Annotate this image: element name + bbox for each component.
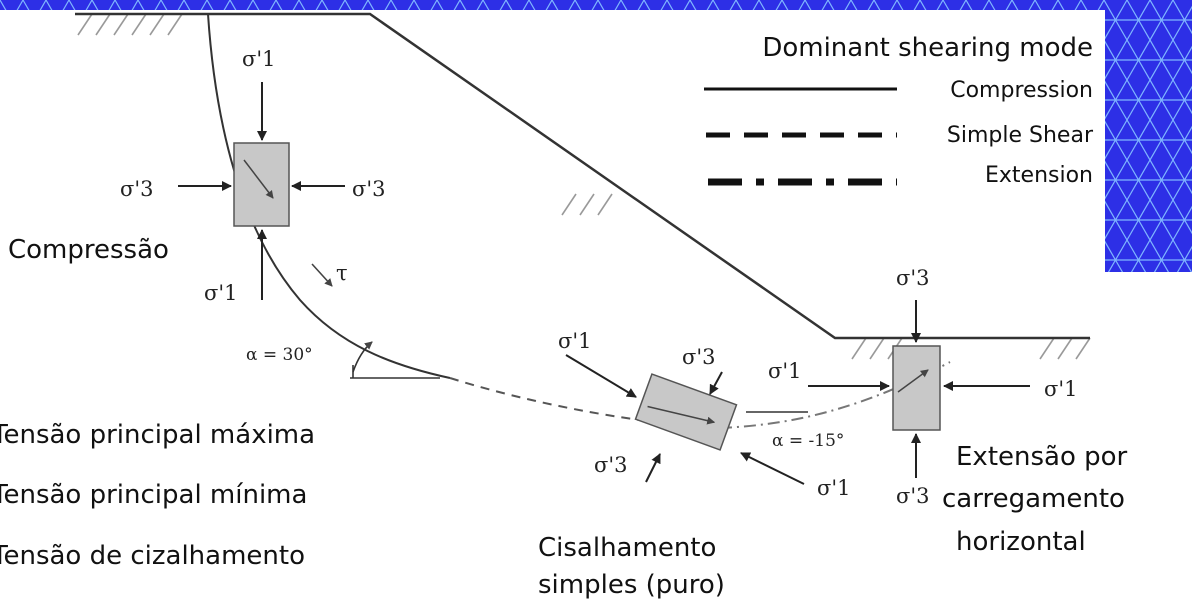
extension-element bbox=[808, 300, 1030, 478]
slope-profile bbox=[75, 12, 1090, 340]
sigma1-top-label: σ'1 bbox=[242, 47, 275, 71]
definition-max-stress: Tensão principal máxima bbox=[0, 420, 315, 450]
shear-sigma1-lower-label: σ'1 bbox=[817, 476, 850, 500]
alpha-minus15-label: α = -15° bbox=[772, 431, 844, 451]
shear-sigma1-lower-arrow bbox=[740, 452, 805, 485]
legend-title: Dominant shearing mode bbox=[762, 33, 1093, 63]
failure-surface-dashdot bbox=[719, 361, 951, 429]
ext-sigma3-bottom-label: σ'3 bbox=[896, 484, 929, 508]
extension-zone-label-2: carregamento bbox=[942, 484, 1125, 514]
definition-min-stress: Tensão principal mínima bbox=[0, 480, 307, 510]
legend: Dominant shearing mode Compression Simpl… bbox=[704, 33, 1094, 188]
shear-sigma3-lower-label: σ'3 bbox=[594, 453, 627, 477]
background-pattern-top bbox=[0, 0, 1192, 10]
shear-sigma1-upper-label: σ'1 bbox=[558, 329, 591, 353]
ext-sigma1-right-label: σ'1 bbox=[1044, 377, 1077, 401]
compression-element bbox=[178, 82, 345, 300]
simple-shear-element bbox=[565, 354, 805, 485]
tau-label: τ bbox=[336, 261, 348, 285]
alpha-30-marker bbox=[350, 341, 440, 379]
extension-zone-label-1: Extensão por bbox=[956, 442, 1128, 472]
legend-extension-label: Extension bbox=[985, 163, 1093, 188]
extension-element-box bbox=[892, 345, 941, 431]
alpha-30-label: α = 30° bbox=[246, 345, 313, 365]
legend-compression-label: Compression bbox=[950, 78, 1093, 103]
ground-hatching bbox=[77, 13, 1091, 360]
shear-sigma3-lower-arrow bbox=[645, 453, 661, 483]
sigma3-right-label: σ'3 bbox=[352, 177, 385, 201]
shear-sigma3-upper-label: σ'3 bbox=[682, 345, 715, 369]
sigma3-left-label: σ'3 bbox=[120, 177, 153, 201]
compression-element-box bbox=[233, 142, 290, 227]
failure-surface-solid bbox=[207, 13, 451, 379]
shear-sigma3-upper-arrow bbox=[709, 371, 723, 395]
background-pattern-right bbox=[1105, 0, 1192, 272]
definition-shear-stress: Tensão de cizalhamento bbox=[0, 541, 305, 571]
shear-sigma1-upper-arrow bbox=[565, 354, 637, 398]
compression-zone-label: Compressão bbox=[8, 235, 169, 265]
ext-sigma1-left-label: σ'1 bbox=[768, 359, 801, 383]
sigma1-bottom-label: σ'1 bbox=[204, 281, 237, 305]
shear-element-box bbox=[634, 373, 738, 451]
tau-arrow bbox=[311, 263, 333, 287]
ext-sigma3-top-label: σ'3 bbox=[896, 266, 929, 290]
legend-simple-shear-label: Simple Shear bbox=[947, 123, 1094, 148]
extension-zone-label-3: horizontal bbox=[956, 527, 1086, 557]
shear-zone-label-2: simples (puro) bbox=[538, 570, 725, 600]
white-panel bbox=[0, 10, 1105, 606]
shear-zone-label-1: Cisalhamento bbox=[538, 533, 716, 563]
